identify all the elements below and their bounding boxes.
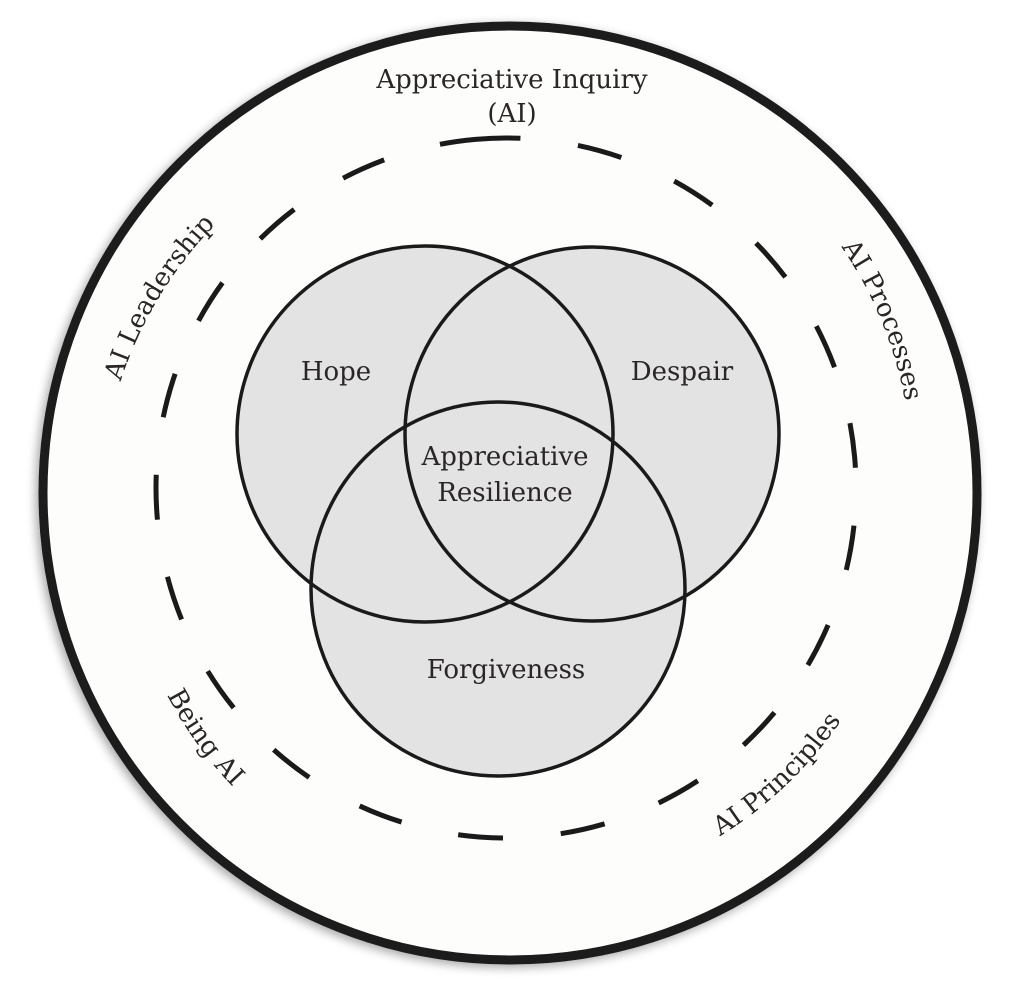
center-label-line1: Appreciative bbox=[420, 442, 588, 472]
dashed-ring bbox=[153, 135, 859, 841]
forgiveness-circle-fill bbox=[311, 402, 685, 776]
venn-outlines bbox=[235, 244, 781, 778]
hope-circle bbox=[235, 244, 615, 624]
venn-fills bbox=[237, 246, 779, 776]
forgiveness-circle bbox=[309, 400, 687, 778]
title-line2: (AI) bbox=[487, 99, 536, 129]
hope-label: Hope bbox=[301, 357, 371, 387]
forgiveness-label: Forgiveness bbox=[427, 655, 586, 685]
center-label-line2: Resilience bbox=[437, 478, 572, 508]
title-line1: Appreciative Inquiry bbox=[375, 65, 648, 95]
despair-label: Despair bbox=[631, 357, 734, 387]
despair-circle bbox=[403, 245, 781, 623]
